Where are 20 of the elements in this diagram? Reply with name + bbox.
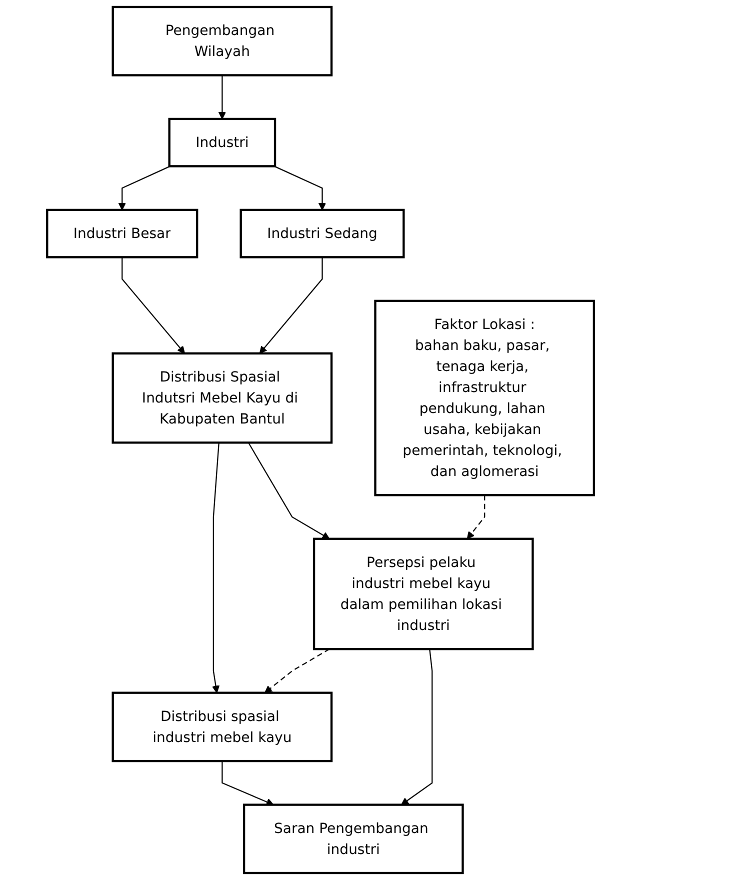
node-box: Industri <box>168 118 276 168</box>
arrow <box>218 75 226 120</box>
node-box: Distribusi spasial industri mebel kayu <box>112 692 333 762</box>
node-box: Industri Sedang <box>240 208 405 258</box>
node-box: Distribusi Spasial Indutsri Mebel Kayu di Kabupaten Bantul <box>112 352 333 444</box>
node-box: Saran Pengembangan industri <box>242 804 464 874</box>
arrow <box>118 166 170 210</box>
arrow <box>466 495 486 540</box>
arrow <box>248 442 330 540</box>
arrow <box>264 648 330 694</box>
node-box: Persepsi pelaku industri mebel kayu dalam pemilihan lokasi industri <box>312 538 534 650</box>
arrow <box>401 649 433 806</box>
arrow <box>122 257 185 354</box>
arrow <box>212 442 220 694</box>
node-box: Industri Besar <box>46 208 198 258</box>
arrow <box>259 257 323 354</box>
node-box: Faktor Lokasi : bahan baku, pasar, tenaga kerja, infrastruktur pendukung, lahan usaha, kebijakan pemerintah, teknologi, dan aglomerasi <box>374 300 596 496</box>
node-box: Pengembangan Wilayah <box>112 6 333 76</box>
arrow <box>274 166 326 210</box>
arrow <box>222 761 274 806</box>
